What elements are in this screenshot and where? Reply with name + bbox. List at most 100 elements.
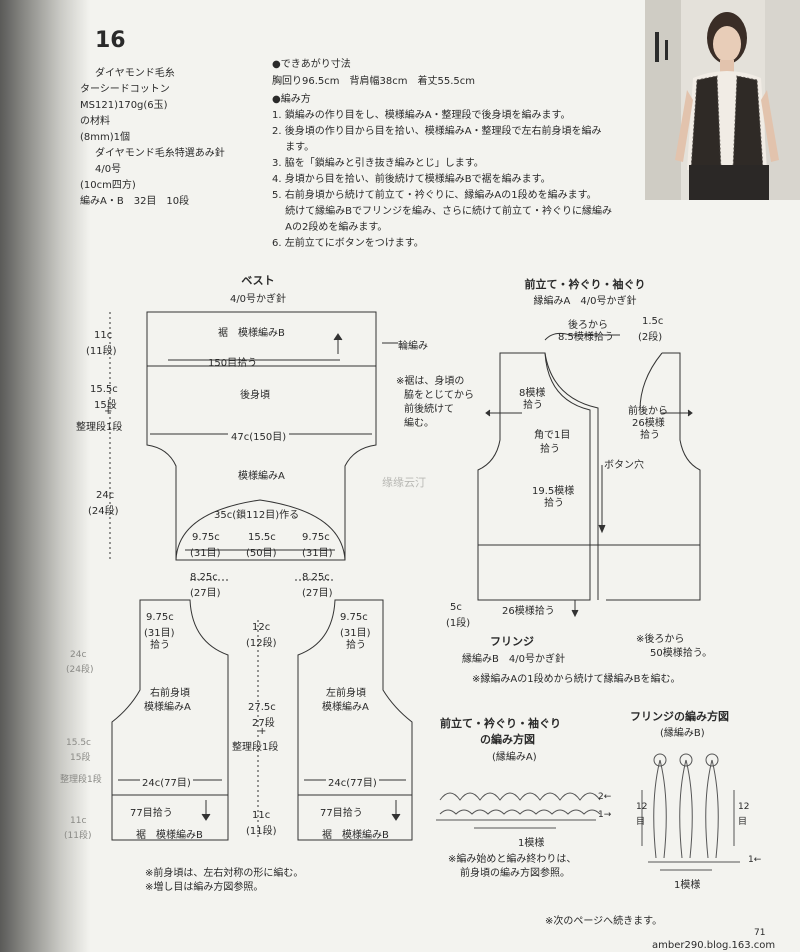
material-line: 4/0号 [95, 164, 122, 175]
dim-text: 11c [94, 330, 113, 341]
dim-text: 27段 [252, 718, 275, 729]
dim-text: 24c [96, 490, 115, 501]
band-buttonhole: ボタン穴 [604, 460, 644, 471]
chain-label: 35c(鎖112目)作る [214, 510, 300, 521]
chart-b-left: 12 [636, 802, 648, 812]
material-line: MS121)170g(6玉) [80, 100, 168, 111]
band-back50: ※後ろから [636, 634, 685, 645]
step-line: 1. 鎖編みの作り目をし、模様編みA・整理段で後身頃を編みます。 [272, 110, 571, 121]
fringe-note: ※縁編みAの1段めから続けて縁編みBを編む。 [472, 674, 681, 685]
chart-b-right: 12 [738, 802, 750, 812]
pick77-left: 77目拾う [130, 808, 173, 819]
hem-right: 裾 模様編みB [322, 830, 389, 841]
page-ref-number: 16 [95, 28, 126, 53]
chart-b-left-2: 目 [636, 817, 646, 827]
dim-text: (11段) [86, 346, 117, 357]
material-line: 編みA・B 32目 10段 [80, 196, 190, 207]
vest-note-2: ※増し目は編み方図参照。 [145, 882, 264, 893]
chart-b-right-2: 目 [738, 817, 748, 827]
book-spine-shadow [0, 0, 90, 952]
band-bottom-dim: 5c [450, 602, 462, 613]
band-pick195: 19.5模様 [532, 486, 575, 497]
step-line: 4. 身頃から目を拾い、前後続けて模様編みBで裾を編みます。 [272, 174, 551, 185]
band-armhole: 前後から [628, 406, 668, 417]
chart-b-repeat: 1模様 [674, 880, 701, 891]
dim-text: 15段 [94, 400, 117, 411]
dim-text: 11c [70, 816, 87, 826]
band-armhole-2: 26模様 [632, 418, 665, 429]
band-bottom-dim-2: (1段) [446, 618, 471, 629]
dim-text: 11c [252, 810, 271, 821]
band-corner-2: 拾う [540, 444, 560, 455]
hem-left: 裾 模様編みB [136, 830, 203, 841]
note-line: 前後続けて [404, 404, 454, 415]
dim-text: 整理段1段 [76, 422, 123, 433]
model-photo-illustration [645, 0, 800, 200]
right-front-pattern: 模様編みA [144, 702, 191, 713]
material-line: ターシードコットン [80, 84, 170, 95]
chart-b-sub: (縁編みB) [660, 728, 705, 739]
dim-text: (11段) [64, 831, 92, 841]
material-line: (10cm四方) [80, 180, 136, 191]
continue-note: ※次のページへ続きます。 [545, 916, 663, 927]
w825-left-2: (27目) [190, 588, 221, 599]
w825-right: 8.25c [302, 572, 330, 583]
w975-left-2: (31目) [190, 548, 221, 559]
chart-a-sub: (縁編みA) [492, 752, 537, 763]
right-front-label: 右前身頃 [150, 688, 190, 699]
step-line: 3. 脇を「鎖編みと引き抜き編みとじ」します。 [272, 158, 484, 169]
w24-right: 24c(77目) [326, 774, 379, 789]
left-front-label: 左前身頃 [326, 688, 366, 699]
band-back-pick: 後ろから [568, 320, 608, 331]
step-line: Aの2段めを編みます。 [272, 222, 388, 233]
band-pick8: 8模様 [519, 388, 546, 399]
step-line: 続けて縁編みBでフリンジを編み、さらに続けて前立て・衿ぐりに縁編み [272, 206, 613, 217]
band-back-pick-2: 8.5模様拾う [558, 332, 614, 343]
band-pick8-2: 拾う [523, 400, 543, 411]
note-line: ※裾は、身頃の [396, 376, 465, 387]
chart-a-note-2: 前身頃の編み方図参照。 [460, 868, 570, 879]
method-title: ●編み方 [272, 94, 311, 105]
pick975-right-2: (31目) [340, 628, 371, 639]
band-back50-2: 50模様拾う。 [650, 648, 713, 659]
dim-text: + [258, 726, 267, 737]
dim-text: 27.5c [248, 702, 276, 713]
page-number: 71 [754, 928, 766, 938]
step-line: 6. 左前立てにボタンをつけます。 [272, 238, 424, 249]
width-47-label: 47c(150目) [228, 428, 290, 443]
step-line: ます。 [272, 142, 315, 153]
chart-a-note: ※編み始めと編み終わりは、 [448, 854, 577, 865]
band-title: 前立て・衿ぐり・袖ぐり [524, 278, 646, 291]
material-line: の材料 [80, 116, 110, 127]
pick975-right-3: 拾う [346, 640, 366, 651]
w24-left: 24c(77目) [140, 774, 193, 789]
material-line: ダイヤモンド毛糸 [95, 68, 175, 79]
band-corner: 角で1目 [534, 430, 571, 441]
note-line: 脇をとじてから [404, 390, 474, 401]
band-pick195-2: 拾う [544, 498, 564, 509]
vest-note-1: ※前身頃は、左右対称の形に編む。 [145, 868, 304, 879]
w975-left: 9.75c [192, 532, 220, 543]
w155: 15.5c [248, 532, 276, 543]
chart-a-row2: 2← [598, 792, 612, 802]
band-sub: 縁編みA 4/0号かぎ針 [533, 296, 637, 307]
dim-text: 12c [252, 622, 271, 633]
band-armhole-3: 拾う [640, 430, 660, 441]
chart-b-title: フリンジの編み方図 [630, 710, 729, 723]
note-line: 編む。 [404, 418, 434, 429]
edging-label: 輪編み [398, 341, 428, 352]
fringe-title: フリンジ [490, 635, 534, 648]
pattern-a-label: 模様編みA [238, 471, 285, 482]
pick975-left-2: (31目) [144, 628, 175, 639]
band-right-dim: 1.5c [642, 316, 664, 327]
fringe-sub: 縁編みB 4/0号かぎ針 [462, 654, 565, 665]
pick975-left: 9.75c [146, 612, 174, 623]
w825-left: 8.25c [190, 572, 218, 583]
dim-text: 15段 [70, 753, 91, 763]
material-line: ダイヤモンド毛糸特選あみ針 [95, 148, 225, 159]
dim-text: (24段) [66, 665, 94, 675]
pickup-150-label: 150目拾う [208, 358, 258, 369]
vest-hook: 4/0号かぎ針 [229, 294, 287, 305]
